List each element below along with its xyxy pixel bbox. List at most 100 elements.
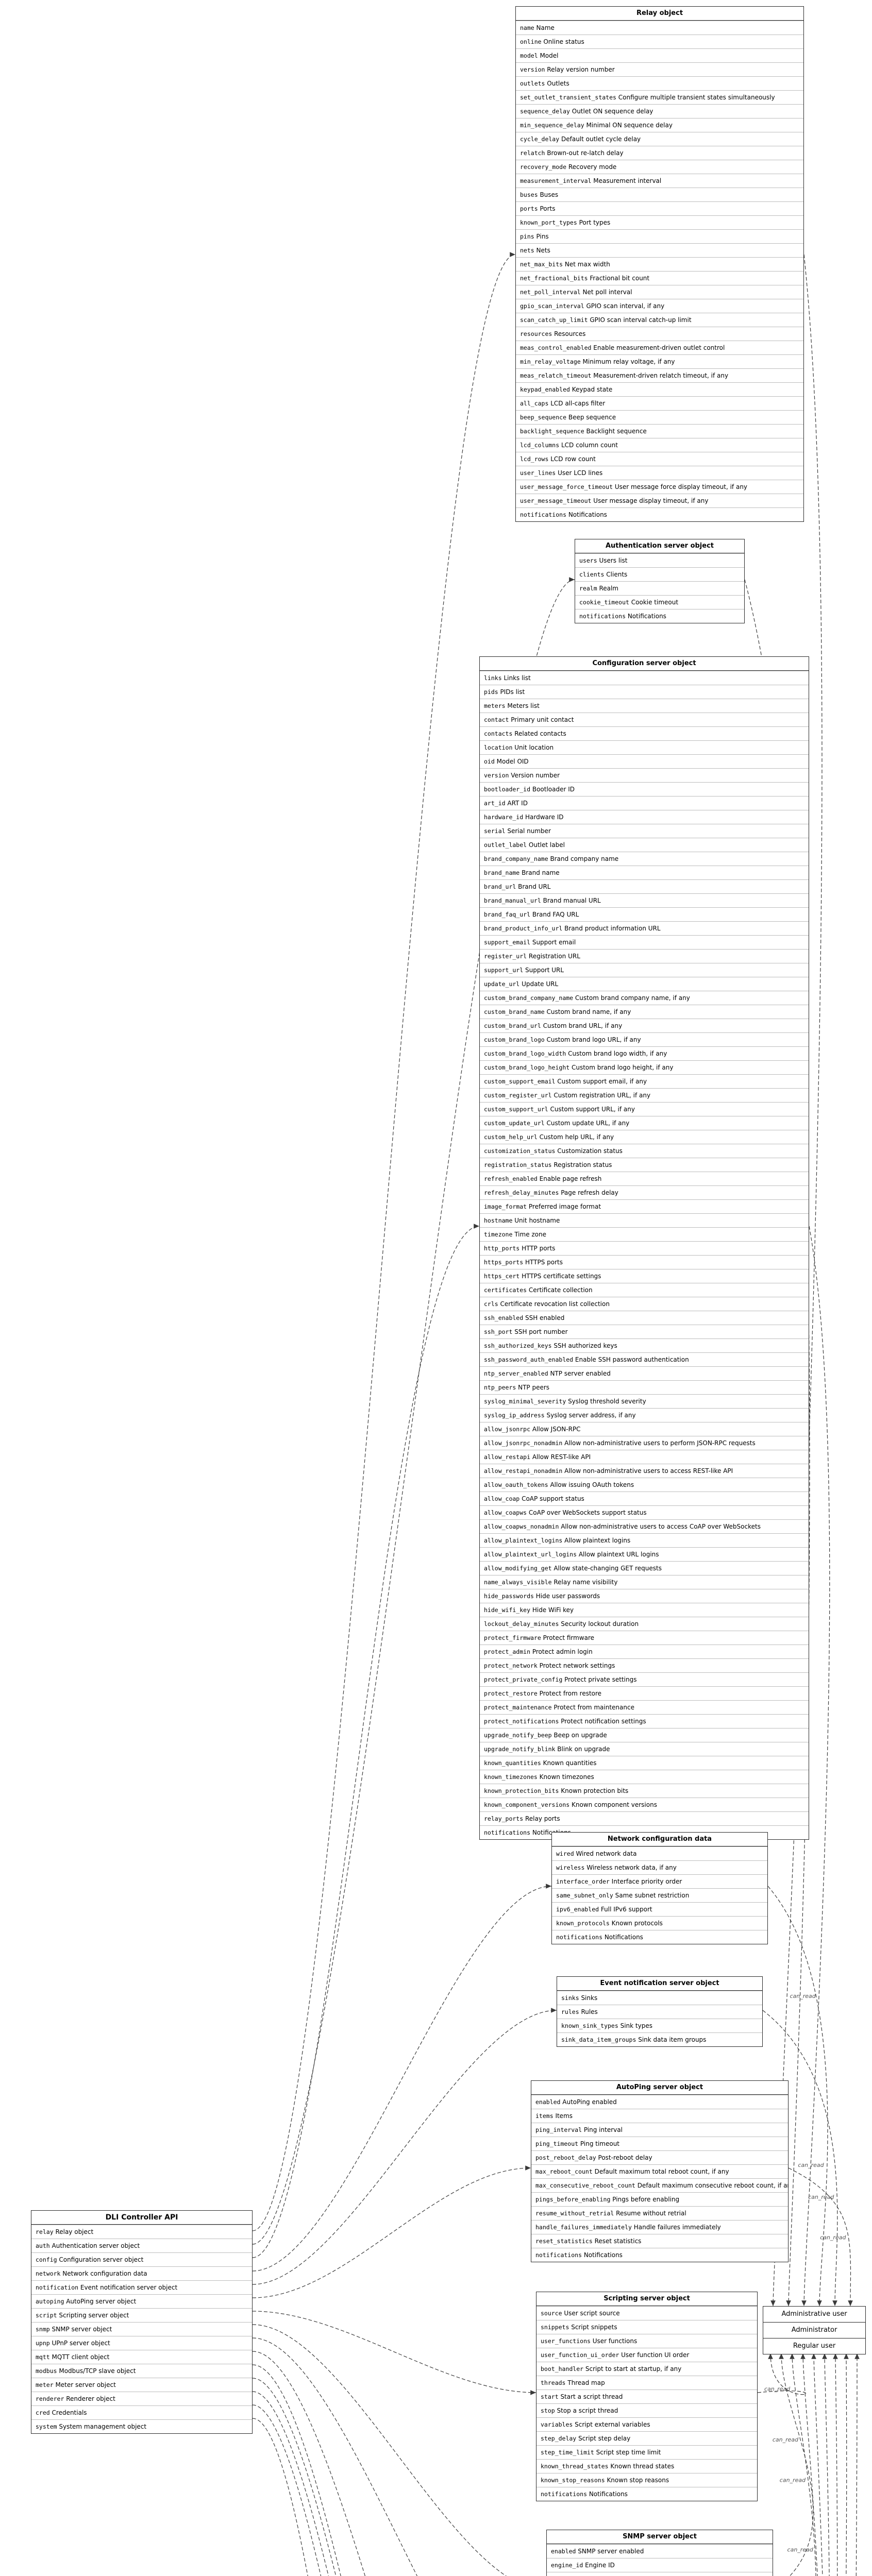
field-name: version	[484, 772, 509, 779]
field-description: Script step delay	[576, 2435, 631, 2442]
field-description: Net max width	[563, 261, 610, 268]
field-name: items	[535, 2112, 554, 2120]
field-name: protect_restore	[484, 1690, 538, 1697]
field-description: Custom brand URL, if any	[541, 1022, 623, 1029]
field-row: custom_brand_url Custom brand URL, if an…	[480, 1019, 809, 1032]
field-name: config	[36, 2256, 57, 2263]
field-name: online	[520, 38, 542, 45]
field-row: lockout_delay_minutes Security lockout d…	[480, 1617, 809, 1631]
field-description: Items	[553, 2112, 573, 2120]
field-description: Protect from restore	[537, 1690, 602, 1697]
field-description: Start a script thread	[558, 2393, 623, 2400]
field-row: timezone Time zone	[480, 1227, 809, 1241]
field-description: Configuration server object	[57, 2256, 144, 2263]
field-description: Keypad state	[569, 386, 613, 393]
field-description: Online status	[541, 38, 584, 45]
field-name: set_outlet_transient_states	[520, 94, 616, 101]
field-description: Same subnet restriction	[613, 1892, 690, 1899]
field-description: Name	[534, 24, 555, 31]
field-description: Recovery mode	[566, 163, 617, 171]
field-description: Custom brand logo height, if any	[569, 1064, 674, 1071]
field-name: known_quantities	[484, 1759, 541, 1767]
field-description: Support email	[530, 939, 576, 946]
field-row: ipv6_enabled Full IPv6 support	[552, 1902, 767, 1916]
field-name: users	[579, 557, 597, 564]
field-name: image_format	[484, 1203, 527, 1210]
field-name: custom_brand_logo_height	[484, 1064, 570, 1071]
field-row: meters Meters list	[480, 699, 809, 713]
relation-edge	[252, 252, 516, 2231]
field-row: sinks Sinks	[557, 1991, 762, 2005]
field-description: Hardware ID	[523, 814, 564, 821]
field-description: Brand name	[519, 869, 560, 876]
field-row: brand_faq_url Brand FAQ URL	[480, 907, 809, 921]
field-name: oid	[484, 758, 495, 765]
field-row: known_quantities Known quantities	[480, 1756, 809, 1770]
edge-access-label: can_read	[820, 2234, 846, 2241]
field-row: notifications Notifications	[575, 609, 744, 623]
field-name: system	[36, 2423, 57, 2430]
field-description: Brown-out re-latch delay	[545, 149, 624, 157]
field-row: buses Buses	[516, 188, 803, 201]
field-description: Registration status	[551, 1161, 612, 1168]
field-row: name Name	[516, 21, 803, 35]
field-name: resources	[520, 330, 552, 337]
field-description: Meter server object	[53, 2381, 116, 2388]
field-row: net_fractional_bits Fractional bit count	[516, 271, 803, 285]
relation-edge	[833, 2353, 838, 2576]
field-row: hostname Unit hostname	[480, 1213, 809, 1227]
field-description: User LCD lines	[556, 469, 603, 477]
field-description: Brand product information URL	[562, 925, 661, 932]
field-row: notifications Notifications	[536, 2487, 757, 2501]
field-name: sequence_delay	[520, 108, 570, 115]
field-name: notifications	[556, 1934, 603, 1941]
field-row: allow_restapi_nonadmin Allow non-adminis…	[480, 1464, 809, 1478]
field-row: customization_status Customization statu…	[480, 1144, 809, 1158]
field-description: Notifications	[602, 1934, 643, 1941]
field-name: notifications	[579, 613, 626, 620]
field-name: net_fractional_bits	[520, 275, 588, 282]
field-row: wired Wired network data	[552, 1846, 767, 1860]
field-row: custom_brand_name Custom brand name, if …	[480, 1005, 809, 1019]
field-row: support_email Support email	[480, 935, 809, 949]
field-description: Protect notification settings	[559, 1718, 646, 1725]
field-description: Resources	[552, 330, 586, 337]
field-row: resources Resources	[516, 327, 803, 341]
field-row: syslog_minimal_severity Syslog threshold…	[480, 1394, 809, 1408]
field-description: Related contacts	[512, 730, 566, 737]
field-row: location Unit location	[480, 740, 809, 754]
field-name: modbus	[36, 2367, 57, 2375]
field-row: protect_firmware Protect firmware	[480, 1631, 809, 1645]
field-name: pings_before_enabling	[535, 2196, 611, 2203]
field-description: Custom brand name, if any	[544, 1008, 631, 1015]
field-row: cookie_timeout Cookie timeout	[575, 595, 744, 609]
field-description: Notifications	[587, 2490, 628, 2498]
field-name: customization_status	[484, 1147, 556, 1155]
field-row: relatch Brown-out re-latch delay	[516, 146, 803, 160]
relation-edge	[757, 2353, 807, 2395]
field-row: ntp_server_enabled NTP server enabled	[480, 1366, 809, 1380]
relation-edge	[252, 1224, 480, 2258]
field-row: known_component_versions Known component…	[480, 1798, 809, 1811]
field-row: ssh_enabled SSH enabled	[480, 1311, 809, 1325]
field-row: same_subnet_only Same subnet restriction	[552, 1888, 767, 1902]
field-name: rules	[561, 2008, 579, 2015]
field-description: Model	[538, 52, 559, 59]
field-row: certificates Certificate collection	[480, 1283, 809, 1297]
field-name: snippets	[541, 2324, 569, 2331]
field-name: net_max_bits	[520, 261, 563, 268]
relation-edge	[252, 2364, 341, 2576]
field-name: allow_jsonrpc	[484, 1426, 531, 1433]
field-row: meter Meter server object	[31, 2378, 252, 2392]
field-name: known_thread_states	[541, 2463, 609, 2470]
field-description: Minimal ON sequence delay	[584, 122, 673, 129]
field-description: Buses	[538, 191, 559, 198]
field-row: custom_support_url Custom support URL, i…	[480, 1102, 809, 1116]
field-description: Pings before enabling	[610, 2196, 680, 2203]
field-description: Renderer object	[64, 2395, 115, 2402]
relation-edge	[252, 2008, 557, 2285]
field-row: art_id ART ID	[480, 796, 809, 810]
